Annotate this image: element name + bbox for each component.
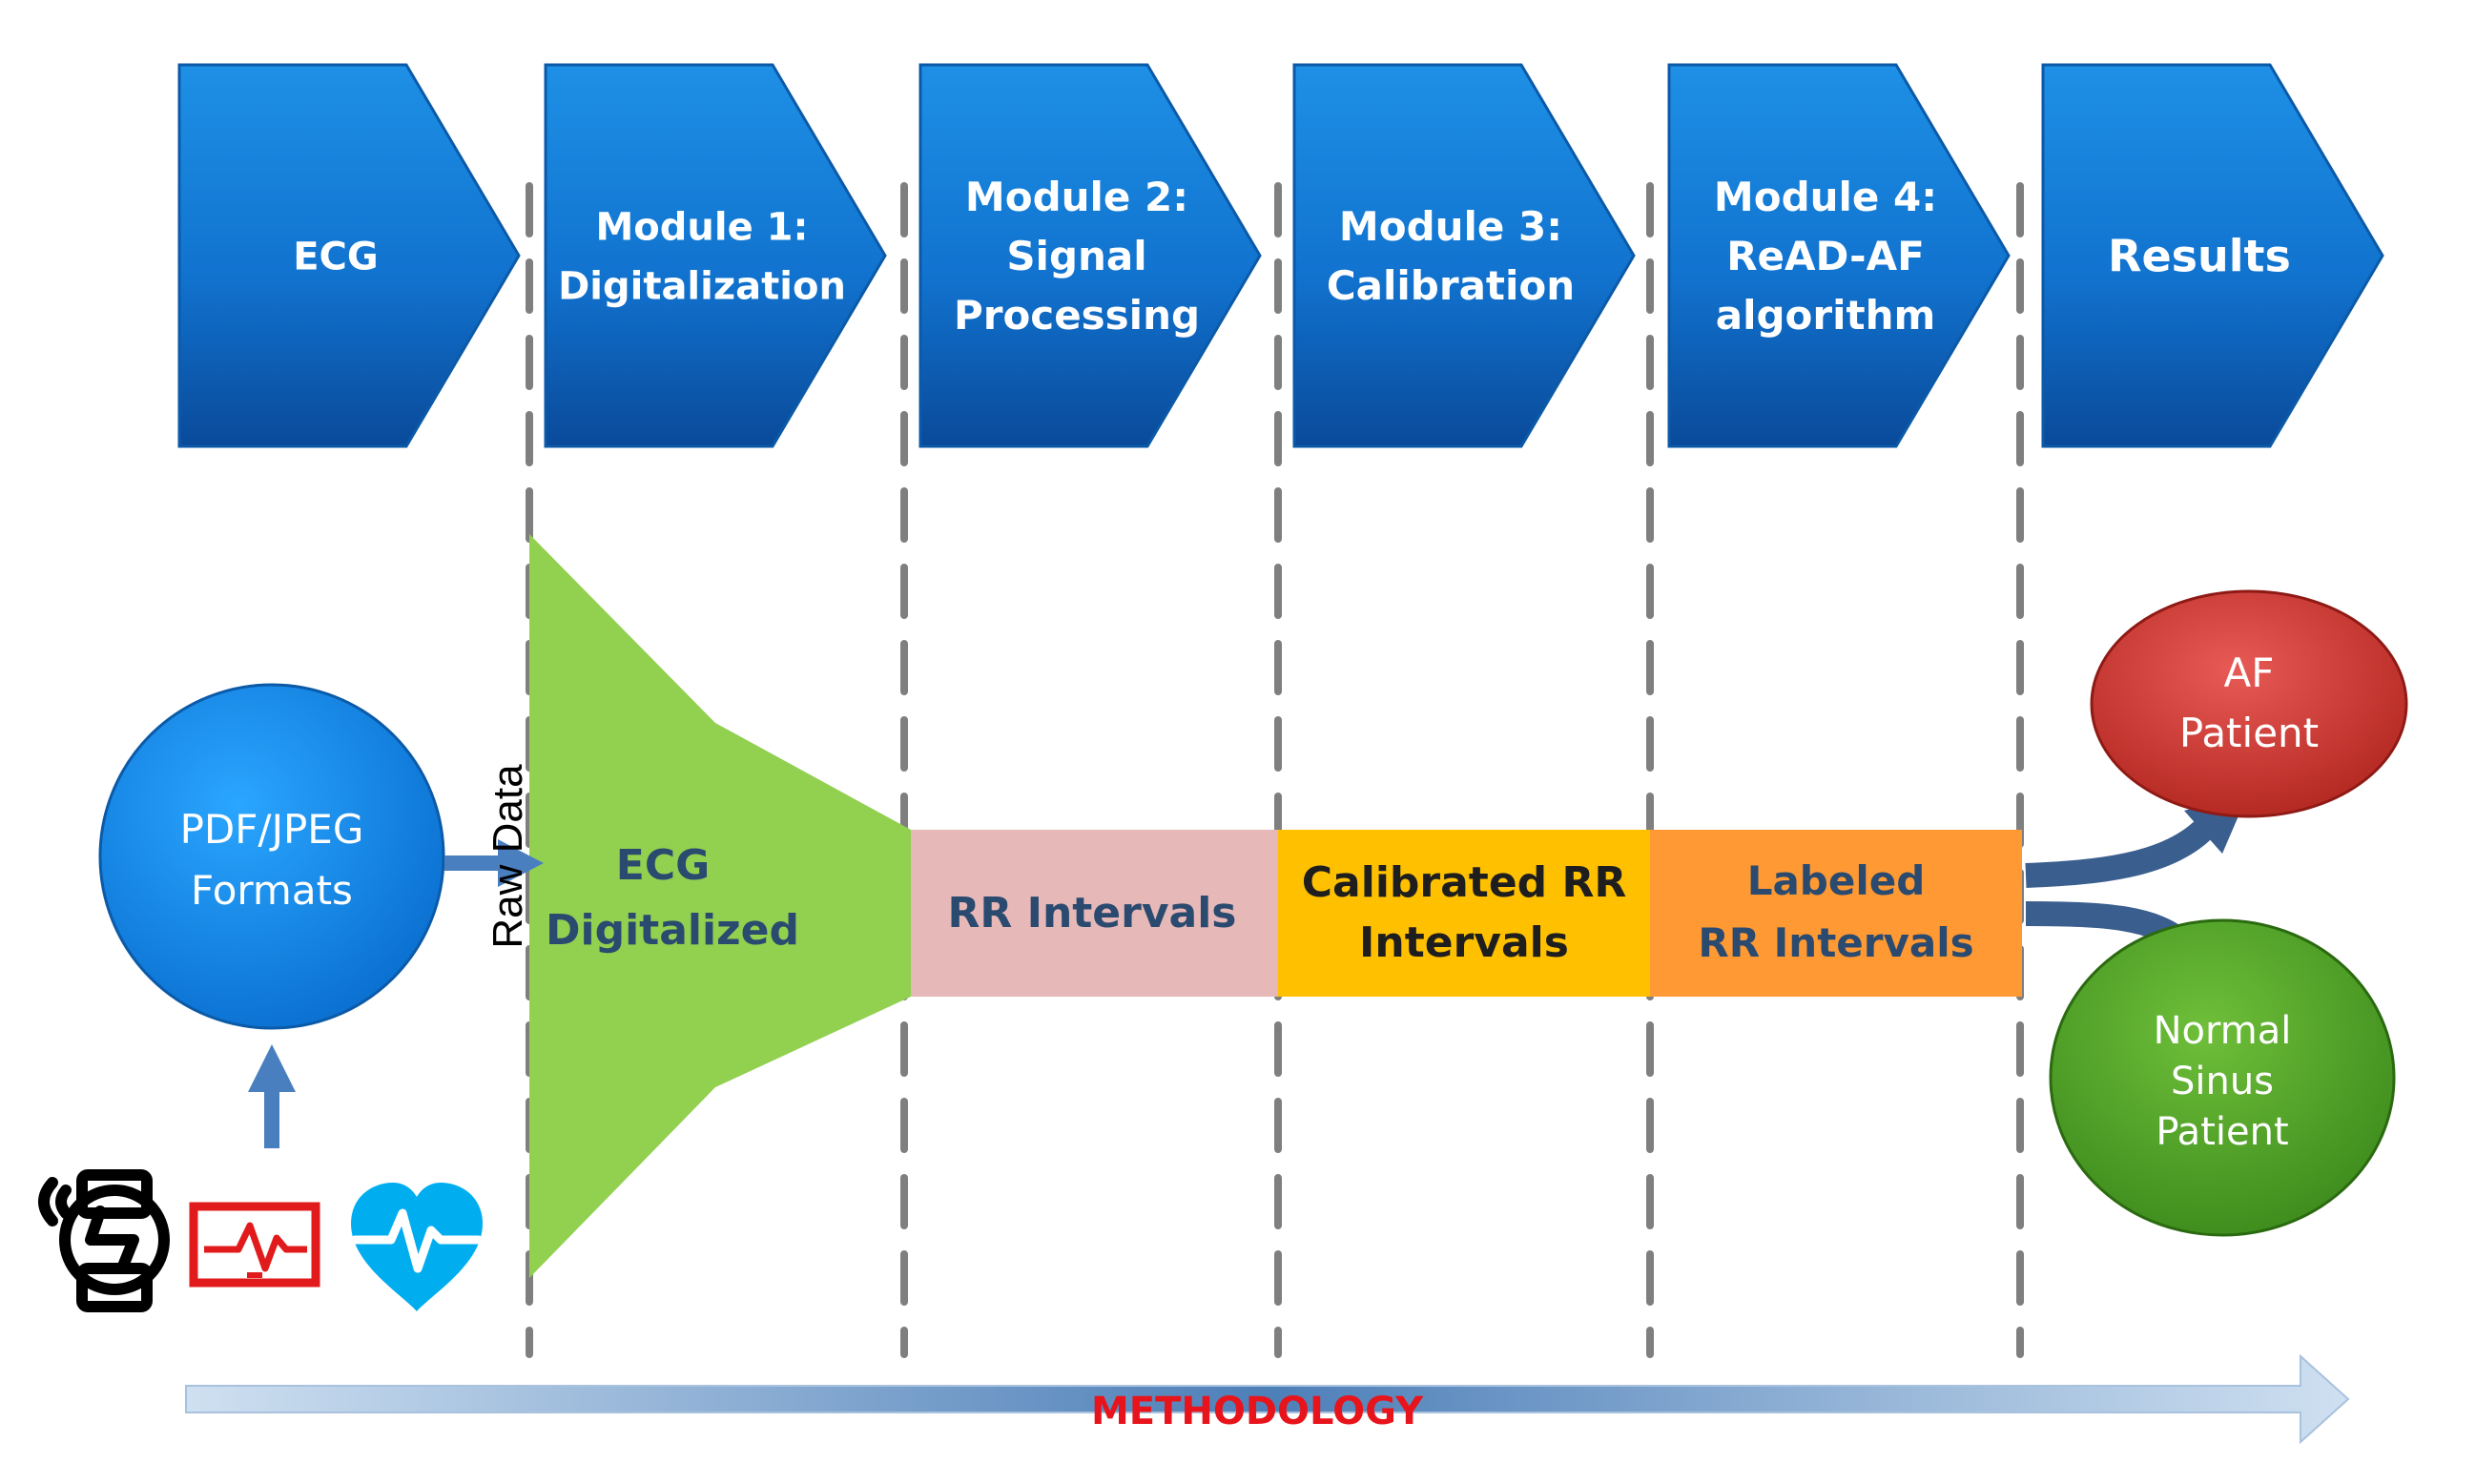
stage-3-label-line3: Processing <box>954 292 1200 339</box>
funnel-label-line2: Digitalized <box>546 906 799 955</box>
stage-4-label-line1: Module 3: <box>1339 203 1562 250</box>
labeled-rr-label-line1: Labeled <box>1747 857 1926 904</box>
stage-5-label-line1: Module 4: <box>1714 174 1937 220</box>
heart-pulse-icon <box>350 1183 484 1311</box>
input-formats-line2: Formats <box>191 867 353 914</box>
raw-data-label: Raw Data <box>485 764 531 949</box>
stage-1-label-line1: ECG <box>293 235 379 278</box>
input-formats-line1: PDF/JPEG <box>180 806 364 853</box>
stage-4-label-line2: Calibration <box>1327 262 1575 309</box>
input-to-funnel-arrow <box>444 839 544 887</box>
stage-chevron-1 <box>177 63 521 448</box>
devices-to-input-arrow <box>248 1044 296 1148</box>
stage-3-label-line2: Signal <box>1006 233 1146 279</box>
stage-chevron-5 <box>1667 63 2011 448</box>
smartwatch-icon <box>38 1169 170 1312</box>
normal-sinus-line3: Patient <box>2156 1110 2288 1154</box>
af-patient-line2: Patient <box>2179 710 2319 756</box>
calibrated-rr-label-line1: Calibrated RR <box>1302 858 1626 907</box>
ecg-monitor-icon <box>189 1202 320 1288</box>
stage-2-label-line1: Module 1: <box>596 205 809 249</box>
labeled-rr-label-line2: RR Intervals <box>1698 919 1973 966</box>
ecg-digitalized-funnel <box>529 534 911 1278</box>
funnel-label-line1: ECG <box>616 841 710 890</box>
stage-row: ECG Module 1: Digitalization Module 2: Signa… <box>177 63 2384 448</box>
stage-2-label-line2: Digitalization <box>558 264 846 308</box>
calibrated-rr-label-line2: Intervals <box>1359 918 1569 967</box>
labeled-rr-band <box>1650 830 2022 997</box>
stage-chevron-6 <box>2041 63 2384 448</box>
normal-sinus-line2: Sinus <box>2171 1060 2274 1103</box>
stage-chevron-3 <box>918 63 1262 448</box>
stage-chevron-2 <box>544 63 887 448</box>
af-patient-line1: AF <box>2224 649 2275 696</box>
normal-sinus-line1: Normal <box>2154 1009 2292 1053</box>
rr-intervals-band <box>911 830 1278 997</box>
rr-intervals-label: RR Intervals <box>948 889 1237 938</box>
methodology-label: METHODOLOGY <box>1091 1390 1424 1433</box>
stage-5-label-line3: algorithm <box>1716 292 1936 339</box>
stage-6-label-line1: Results <box>2108 231 2291 282</box>
stage-chevron-4 <box>1292 63 1636 448</box>
calibrated-rr-band <box>1278 830 1650 997</box>
af-patient-ellipse <box>2090 589 2408 818</box>
input-formats-circle <box>98 683 445 1030</box>
stage-3-label-line1: Module 2: <box>965 174 1188 220</box>
stage-5-label-line2: ReAD-AF <box>1726 233 1925 279</box>
normal-sinus-patient-ellipse <box>2049 918 2396 1237</box>
methodology-arrow <box>185 1353 2350 1445</box>
